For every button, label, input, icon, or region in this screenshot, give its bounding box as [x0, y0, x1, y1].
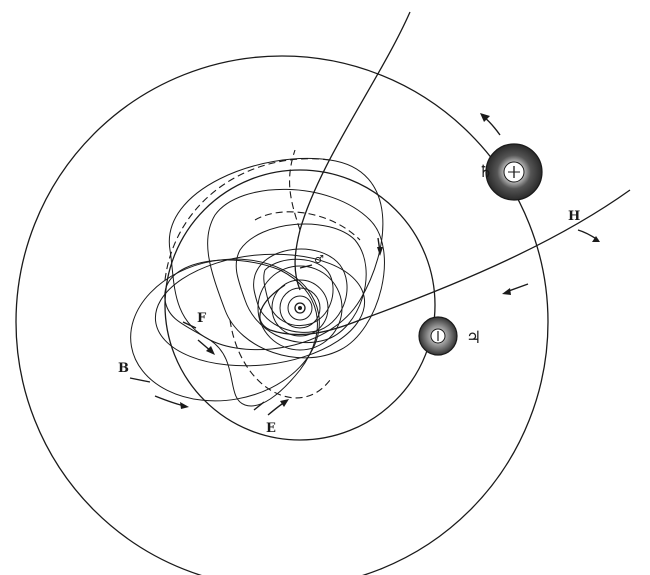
comet-h-arrow-lower: [502, 284, 528, 295]
label-e: E: [266, 421, 276, 436]
comet-b-orbit: [119, 245, 330, 416]
saturn-symbol: ♄: [478, 162, 493, 182]
mars-symbol: ♂: [314, 253, 324, 266]
jupiter-symbol: ♃: [466, 328, 481, 348]
saturn-motion-arrow: [480, 113, 500, 135]
label-b: B: [118, 361, 129, 376]
dashed-orbit-inner: [255, 212, 360, 240]
label-h: H: [568, 209, 580, 224]
comet-top-path: [295, 12, 410, 290]
saturn: [486, 144, 542, 200]
comet-e-arrow: [268, 399, 289, 415]
jupiter: [419, 317, 457, 355]
label-f: F: [197, 311, 207, 326]
comet-b-arrow-left: [130, 378, 150, 382]
jupiter-orbit: [165, 170, 435, 440]
sun-core: [298, 306, 302, 310]
comet-b-arrow: [155, 396, 189, 409]
comet-h-arrow-upper: [578, 230, 600, 242]
